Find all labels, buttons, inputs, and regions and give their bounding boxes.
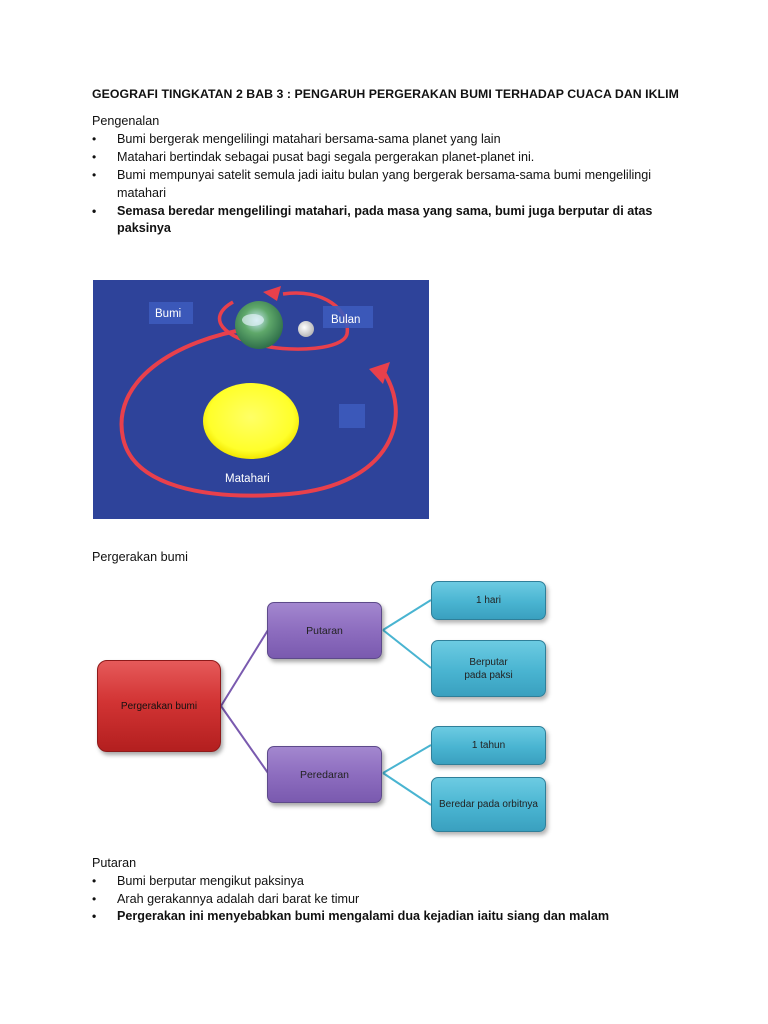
connector-putaran-1hari [382, 599, 432, 631]
orbit-arrow-icon [369, 362, 390, 384]
moon-orbit-path [217, 291, 350, 351]
label-bulan: Bulan [331, 314, 360, 326]
connector-root-peredaran [220, 705, 269, 774]
connector-root-putaran [220, 629, 269, 707]
list-item: Pergerakan ini menyebabkan bumi mengalam… [92, 908, 682, 926]
moon-icon [298, 321, 314, 337]
earth-orbit-path [119, 326, 398, 498]
list-item: Bumi mempunyai satelit semula jadi iaitu… [92, 167, 682, 202]
node-peredaran: Peredaran [267, 746, 382, 803]
node-pergerakan-bumi: Pergerakan bumi [97, 660, 221, 752]
list-item: Semasa beredar mengelilingi matahari, pa… [92, 203, 682, 238]
sun-icon [203, 383, 299, 459]
moon-orbit-arrow-icon [263, 286, 281, 301]
list-item: Matahari bertindak sebagai pusat bagi se… [92, 149, 682, 167]
label-bumi: Bumi [155, 308, 181, 320]
label-matahari: Matahari [225, 473, 270, 485]
movement-heading: Pergerakan bumi [92, 550, 188, 564]
connector-putaran-berputar [382, 629, 432, 669]
list-item: Bumi bergerak mengelilingi matahari bers… [92, 131, 682, 149]
putaran-bullet-list: Bumi berputar mengikut paksinya Arah ger… [92, 873, 682, 926]
page-title: GEOGRAFI TINGKATAN 2 BAB 3 : PENGARUH PE… [92, 87, 679, 101]
connector-peredaran-1tahun [382, 744, 432, 774]
connector-peredaran-beredar [382, 772, 432, 806]
node-berputar-pada-paksi: Berputar pada paksi [431, 640, 546, 697]
node-1-tahun: 1 tahun [431, 726, 546, 765]
node-text-line: Berputar [469, 656, 508, 668]
node-1-hari: 1 hari [431, 581, 546, 620]
intro-heading: Pengenalan [92, 114, 160, 128]
earth-orbit-figure: Bumi Bulan Matahari [93, 280, 429, 519]
node-putaran: Putaran [267, 602, 382, 659]
node-beredar-pada-orbitnya: Beredar pada orbitnya [431, 777, 546, 832]
node-text-line: pada paksi [464, 669, 513, 681]
intro-bullet-list: Bumi bergerak mengelilingi matahari bers… [92, 131, 682, 238]
putaran-heading: Putaran [92, 856, 137, 870]
list-item: Bumi berputar mengikut paksinya [92, 873, 682, 891]
list-item: Arah gerakannya adalah dari barat ke tim… [92, 891, 682, 909]
